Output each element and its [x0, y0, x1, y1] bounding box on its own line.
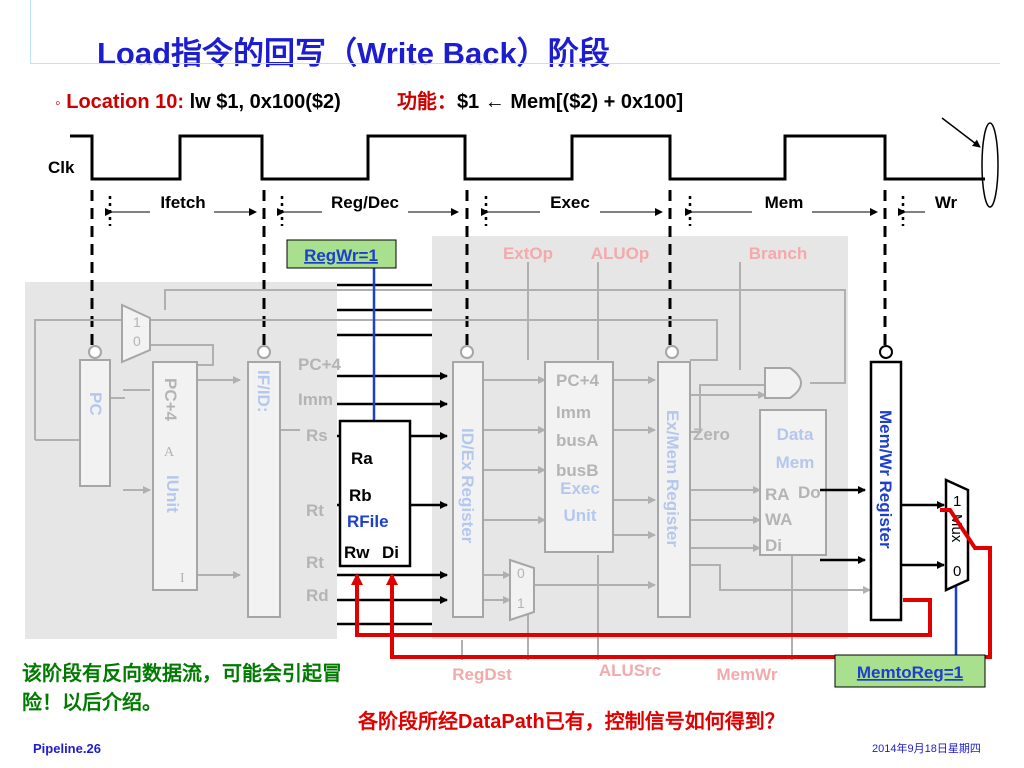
regwr-signal-box: [286, 239, 397, 269]
function-label: 功能：: [396, 91, 457, 113]
instruction-line: ◦ Location 10: lw $1, 0x100($2) 功能：$1 ← …: [55, 85, 683, 114]
pc4-block-label: PC+4: [161, 378, 180, 422]
dstmux-1-label: 1: [517, 595, 525, 611]
ex-pc4-label: PC+4: [556, 371, 600, 390]
ifid-register: [247, 361, 281, 618]
data-mem-label-2: Mem: [776, 453, 815, 472]
register-file: [338, 419, 412, 568]
idex-register: [452, 361, 484, 618]
slide-title: Load指令的回写（Write Back）阶段: [97, 36, 610, 71]
zero-label: Zero: [693, 425, 730, 444]
stage-label-ifetch: Ifetch: [160, 193, 205, 212]
mux-1-label: 1: [953, 493, 961, 510]
memwr-signal: MemWr: [716, 665, 777, 684]
stage-label-mem: Mem: [765, 193, 804, 212]
exmem-label: Ex/Mem Register: [663, 410, 682, 547]
memtoreg-signal: MemtoReg=1: [857, 663, 963, 682]
clk-label: Clk: [48, 158, 75, 177]
regwr-signal: RegWr=1: [304, 246, 378, 265]
mux-0-label: 0: [953, 563, 961, 580]
alusrc-signal: ALUSrc: [599, 661, 661, 680]
exec-unit-block: [544, 361, 614, 553]
footer-slide-number: Pipeline.26: [33, 741, 101, 756]
exmem-register: [657, 361, 691, 618]
iunit-block: [152, 361, 198, 591]
function-arrow: ←: [484, 91, 505, 113]
ex-busa-label: busA: [556, 431, 599, 450]
register-clock-bubbles: [88, 345, 679, 359]
extop-signal: ExtOp: [503, 244, 553, 263]
data-memory-block: [759, 409, 827, 556]
ifid-pc4-label: PC+4: [298, 355, 342, 374]
dm-wa-label: WA: [765, 510, 792, 529]
stage-dividers: [90, 190, 887, 350]
stage-label-regdec: Reg/Dec: [331, 193, 399, 212]
pcmux-1-label: 1: [133, 314, 141, 330]
iunit-a-label: A: [164, 445, 175, 460]
exec-unit-label-1: Exec: [560, 479, 600, 498]
memwr-register: [869, 360, 903, 622]
footer-date: 2014年9月18日星期四: [872, 743, 981, 755]
ifid-rt2-label: Rt: [306, 553, 324, 572]
note-bottom: 各阶段所经DataPath已有，控制信号如何得到？: [358, 711, 785, 733]
title-accent-rule: [30, 0, 31, 64]
iunit-label: IUnit: [163, 475, 182, 513]
stage-label-wr: Wr: [935, 193, 958, 212]
ifid-imm-label: Imm: [298, 390, 333, 409]
rfile-ra-label: Ra: [351, 449, 373, 468]
pc-register: [79, 359, 111, 487]
exec-unit-label-2: Unit: [563, 506, 596, 525]
focus-pointer-arrow: [941, 117, 981, 148]
memwr-register-label: Mem/Wr Register: [876, 410, 895, 549]
ifid-rs-label: Rs: [306, 426, 328, 445]
pc-source-mux: [121, 303, 151, 364]
ex-busb-label: busB: [556, 461, 599, 480]
location-label: Location 10:: [66, 91, 185, 113]
dm-di-label: Di: [765, 536, 782, 555]
rfile-di-label: Di: [382, 543, 399, 562]
ex-imm-label: Imm: [556, 403, 591, 422]
rfile-name-label: RFile: [347, 512, 389, 531]
branch-signal: Branch: [749, 244, 808, 263]
iunit-i-label: I: [180, 571, 185, 586]
rfile-rb-label: Rb: [349, 486, 372, 505]
memtoreg-mux: [944, 478, 970, 592]
clock-waveform: [70, 134, 985, 181]
dm-ra-label: RA: [765, 485, 790, 504]
note-left: 该阶段有反向数据流，可能会引起冒险！以后介绍。: [22, 663, 342, 714]
ifid-rt1-label: Rt: [306, 501, 324, 520]
focus-ellipse: [981, 122, 999, 208]
memtoreg-signal-box: [834, 654, 986, 688]
ifid-label: IF/ID:: [254, 370, 273, 413]
pc-label: PC: [86, 392, 105, 416]
rfile-rw-label: Rw: [344, 543, 370, 562]
instruction-text: lw $1, 0x100($2): [189, 91, 341, 113]
idex-label: ID/Ex Register: [458, 428, 477, 544]
regdst-signal: RegDst: [452, 665, 512, 684]
bullet: ◦: [55, 95, 61, 112]
ifid-rd-label: Rd: [306, 586, 329, 605]
writeback-paths: [351, 508, 992, 659]
mux-label: Mux: [948, 514, 965, 543]
branch-and-gate: [764, 367, 802, 399]
aluop-signal: ALUOp: [591, 244, 650, 263]
memwr-clock-bubble: [879, 345, 893, 359]
stage-label-exec: Exec: [550, 193, 590, 212]
regdst-mux: [509, 558, 535, 622]
pcmux-0-label: 0: [133, 333, 141, 349]
function-lhs: $1: [456, 91, 480, 113]
data-mem-label-1: Data: [777, 425, 814, 444]
function-rhs: Mem[($2) + 0x100]: [510, 91, 684, 113]
dstmux-0-label: 0: [517, 565, 525, 581]
title-rule: [30, 63, 1000, 64]
dm-do-label: Do: [798, 483, 821, 502]
